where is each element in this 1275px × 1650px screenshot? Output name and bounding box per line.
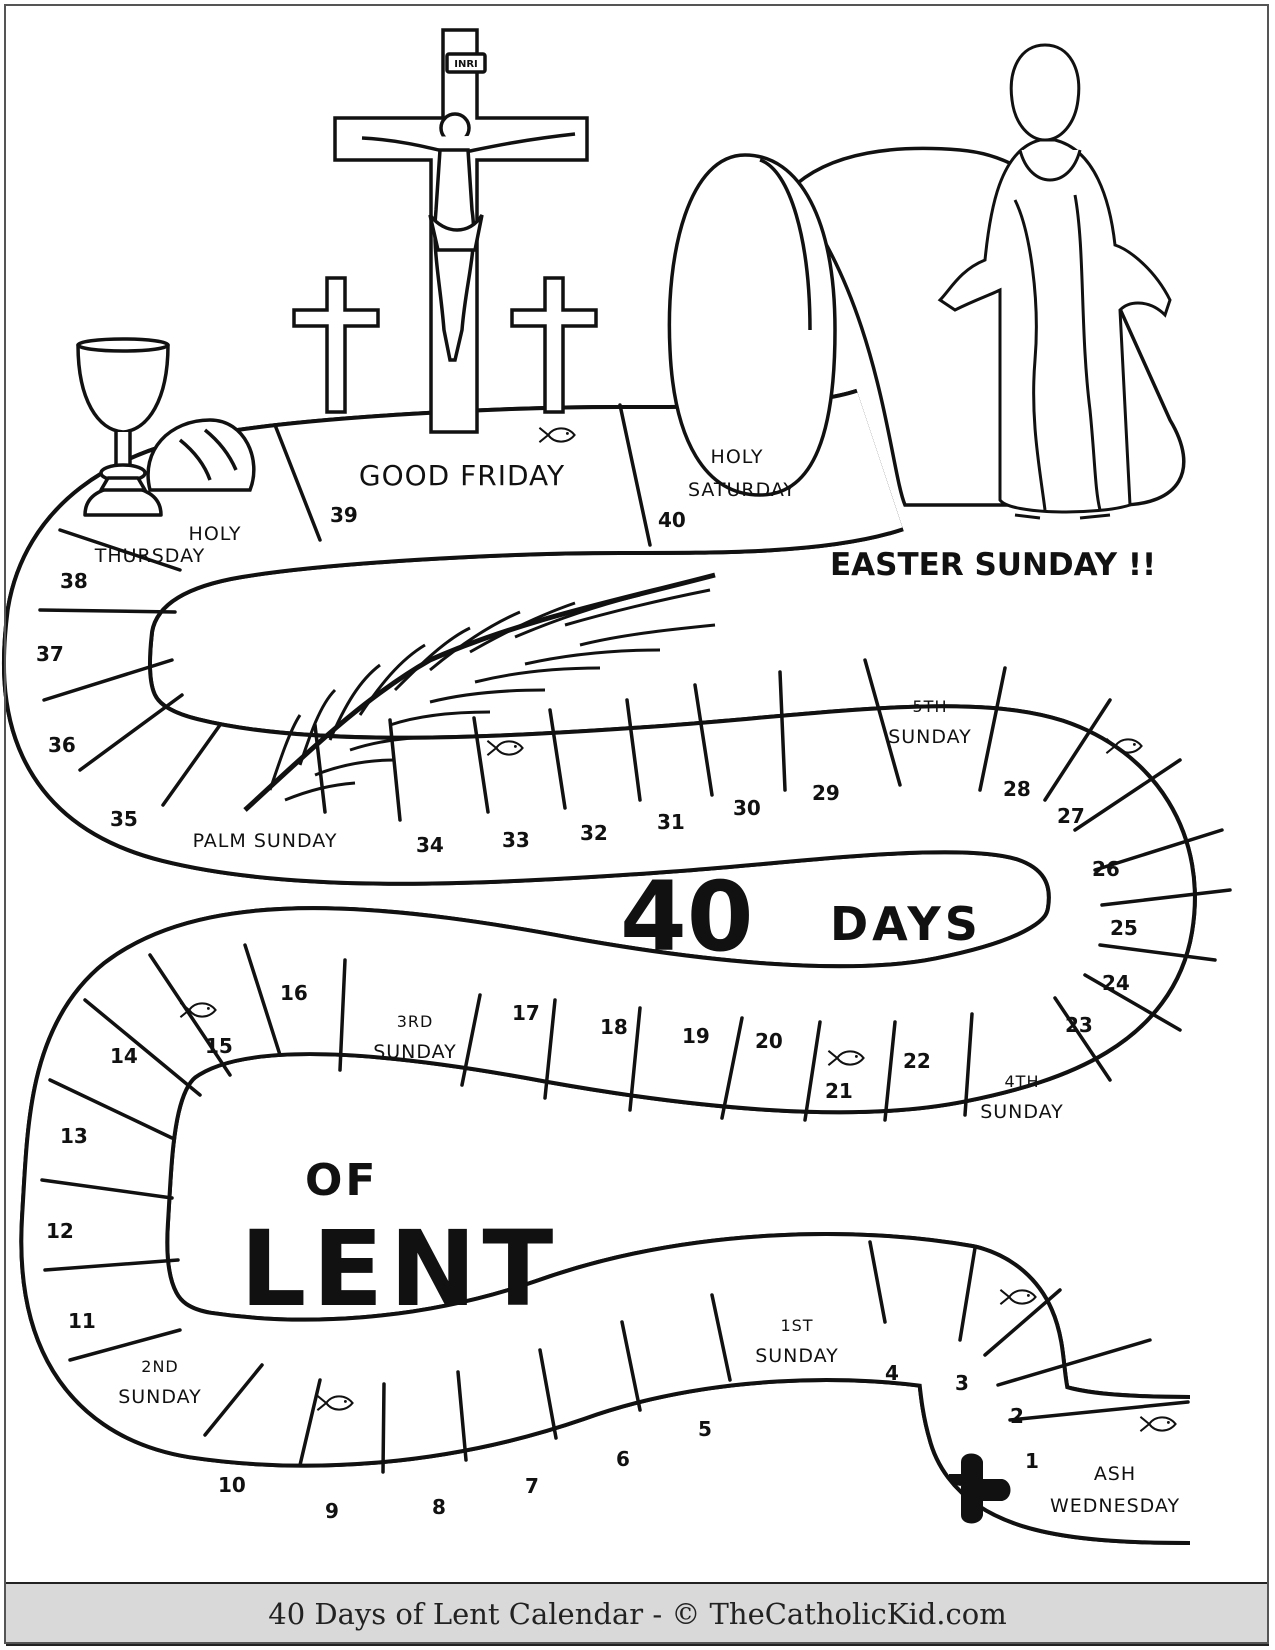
first-sunday-line2: SUNDAY — [755, 1345, 839, 1367]
day-32: 32 — [580, 821, 608, 845]
footer-bar: 40 Days of Lent Calendar - © TheCatholic… — [6, 1582, 1269, 1646]
lent-calendar-artwork: INRI — [0, 28, 1275, 1582]
day-31: 31 — [657, 810, 685, 834]
day-27: 27 — [1057, 804, 1085, 828]
day-6: 6 — [616, 1447, 630, 1471]
palm-branch-icon — [243, 572, 716, 812]
third-sunday-line2: SUNDAY — [373, 1041, 457, 1063]
fifth-sunday-line1: 5TH — [913, 697, 948, 716]
day-16: 16 — [280, 981, 308, 1005]
risen-christ-icon — [937, 43, 1172, 520]
day-23: 23 — [1065, 1013, 1093, 1037]
day-26: 26 — [1092, 857, 1120, 881]
day-36: 36 — [48, 733, 76, 757]
day-8: 8 — [432, 1495, 446, 1519]
fourth-sunday-line1: 4TH — [1005, 1072, 1040, 1091]
ash-cross-icon — [948, 1453, 1011, 1524]
day-25: 25 — [1110, 916, 1138, 940]
title-number: 40 — [620, 861, 754, 973]
day-13: 13 — [60, 1124, 88, 1148]
day-18: 18 — [600, 1015, 628, 1039]
day-14: 14 — [110, 1044, 138, 1068]
good-friday-label: GOOD FRIDAY — [359, 459, 565, 492]
day-9: 9 — [325, 1499, 339, 1523]
title-lent: LENT — [240, 1208, 559, 1330]
tomb-stone-icon — [667, 153, 837, 497]
day-12: 12 — [46, 1219, 74, 1243]
day-34: 34 — [416, 833, 444, 857]
day-2: 2 — [1010, 1404, 1024, 1428]
day-37: 37 — [36, 642, 64, 666]
title-of: OF — [305, 1155, 378, 1206]
day-33: 33 — [502, 828, 530, 852]
holy-saturday-line1: HOLY — [711, 446, 764, 468]
holy-thursday-line1: HOLY — [189, 523, 242, 545]
chalice-icon — [76, 337, 170, 517]
day-35: 35 — [110, 807, 138, 831]
second-sunday-line2: SUNDAY — [118, 1386, 202, 1408]
ash-wednesday-line2: WEDNESDAY — [1050, 1495, 1180, 1517]
ash-wednesday-line1: ASH — [1094, 1463, 1136, 1485]
day-1: 1 — [1025, 1449, 1039, 1473]
square-dividers — [38, 403, 1232, 1474]
day-19: 19 — [682, 1024, 710, 1048]
day-22: 22 — [903, 1049, 931, 1073]
palm-sunday-label: PALM SUNDAY — [193, 830, 338, 852]
holy-thursday-line2: THURSDAY — [94, 545, 206, 567]
fourth-sunday-line2: SUNDAY — [980, 1101, 1064, 1123]
day-15: 15 — [205, 1034, 233, 1058]
day-11: 11 — [68, 1309, 96, 1333]
right-cross-icon — [510, 276, 598, 414]
day-39: 39 — [330, 503, 358, 527]
footer-credit: 40 Days of Lent Calendar - © TheCatholic… — [268, 1597, 1007, 1631]
day-40: 40 — [658, 508, 686, 532]
day-29: 29 — [812, 781, 840, 805]
left-cross-icon — [292, 276, 380, 414]
day-labels: ASH WEDNESDAY 1ST SUNDAY 2ND SUNDAY 3RD … — [94, 446, 1180, 1517]
day-30: 30 — [733, 796, 761, 820]
day-5: 5 — [698, 1417, 712, 1441]
day-28: 28 — [1003, 777, 1031, 801]
third-sunday-line1: 3RD — [397, 1012, 434, 1031]
day-7: 7 — [525, 1474, 539, 1498]
day-38: 38 — [60, 569, 88, 593]
second-sunday-line1: 2ND — [141, 1357, 178, 1376]
day-numbers: 1 2 3 4 5 6 7 8 9 10 11 12 13 14 15 16 1… — [36, 503, 1138, 1523]
bread-icon — [146, 418, 256, 492]
day-24: 24 — [1102, 971, 1130, 995]
day-17: 17 — [512, 1001, 540, 1025]
inri-sign: INRI — [454, 59, 478, 70]
first-sunday-line1: 1ST — [780, 1316, 813, 1335]
easter-sunday-label: EASTER SUNDAY !! — [830, 547, 1156, 583]
holy-saturday-line2: SATURDAY — [688, 479, 796, 501]
day-3: 3 — [955, 1371, 969, 1395]
fifth-sunday-line2: SUNDAY — [888, 726, 972, 748]
board — [77, 460, 1190, 1470]
crucifix-icon — [333, 28, 589, 434]
day-4: 4 — [885, 1361, 899, 1385]
day-21: 21 — [825, 1079, 853, 1103]
title-days: DAYS — [830, 897, 982, 951]
day-10: 10 — [218, 1473, 246, 1497]
day-20: 20 — [755, 1029, 783, 1053]
